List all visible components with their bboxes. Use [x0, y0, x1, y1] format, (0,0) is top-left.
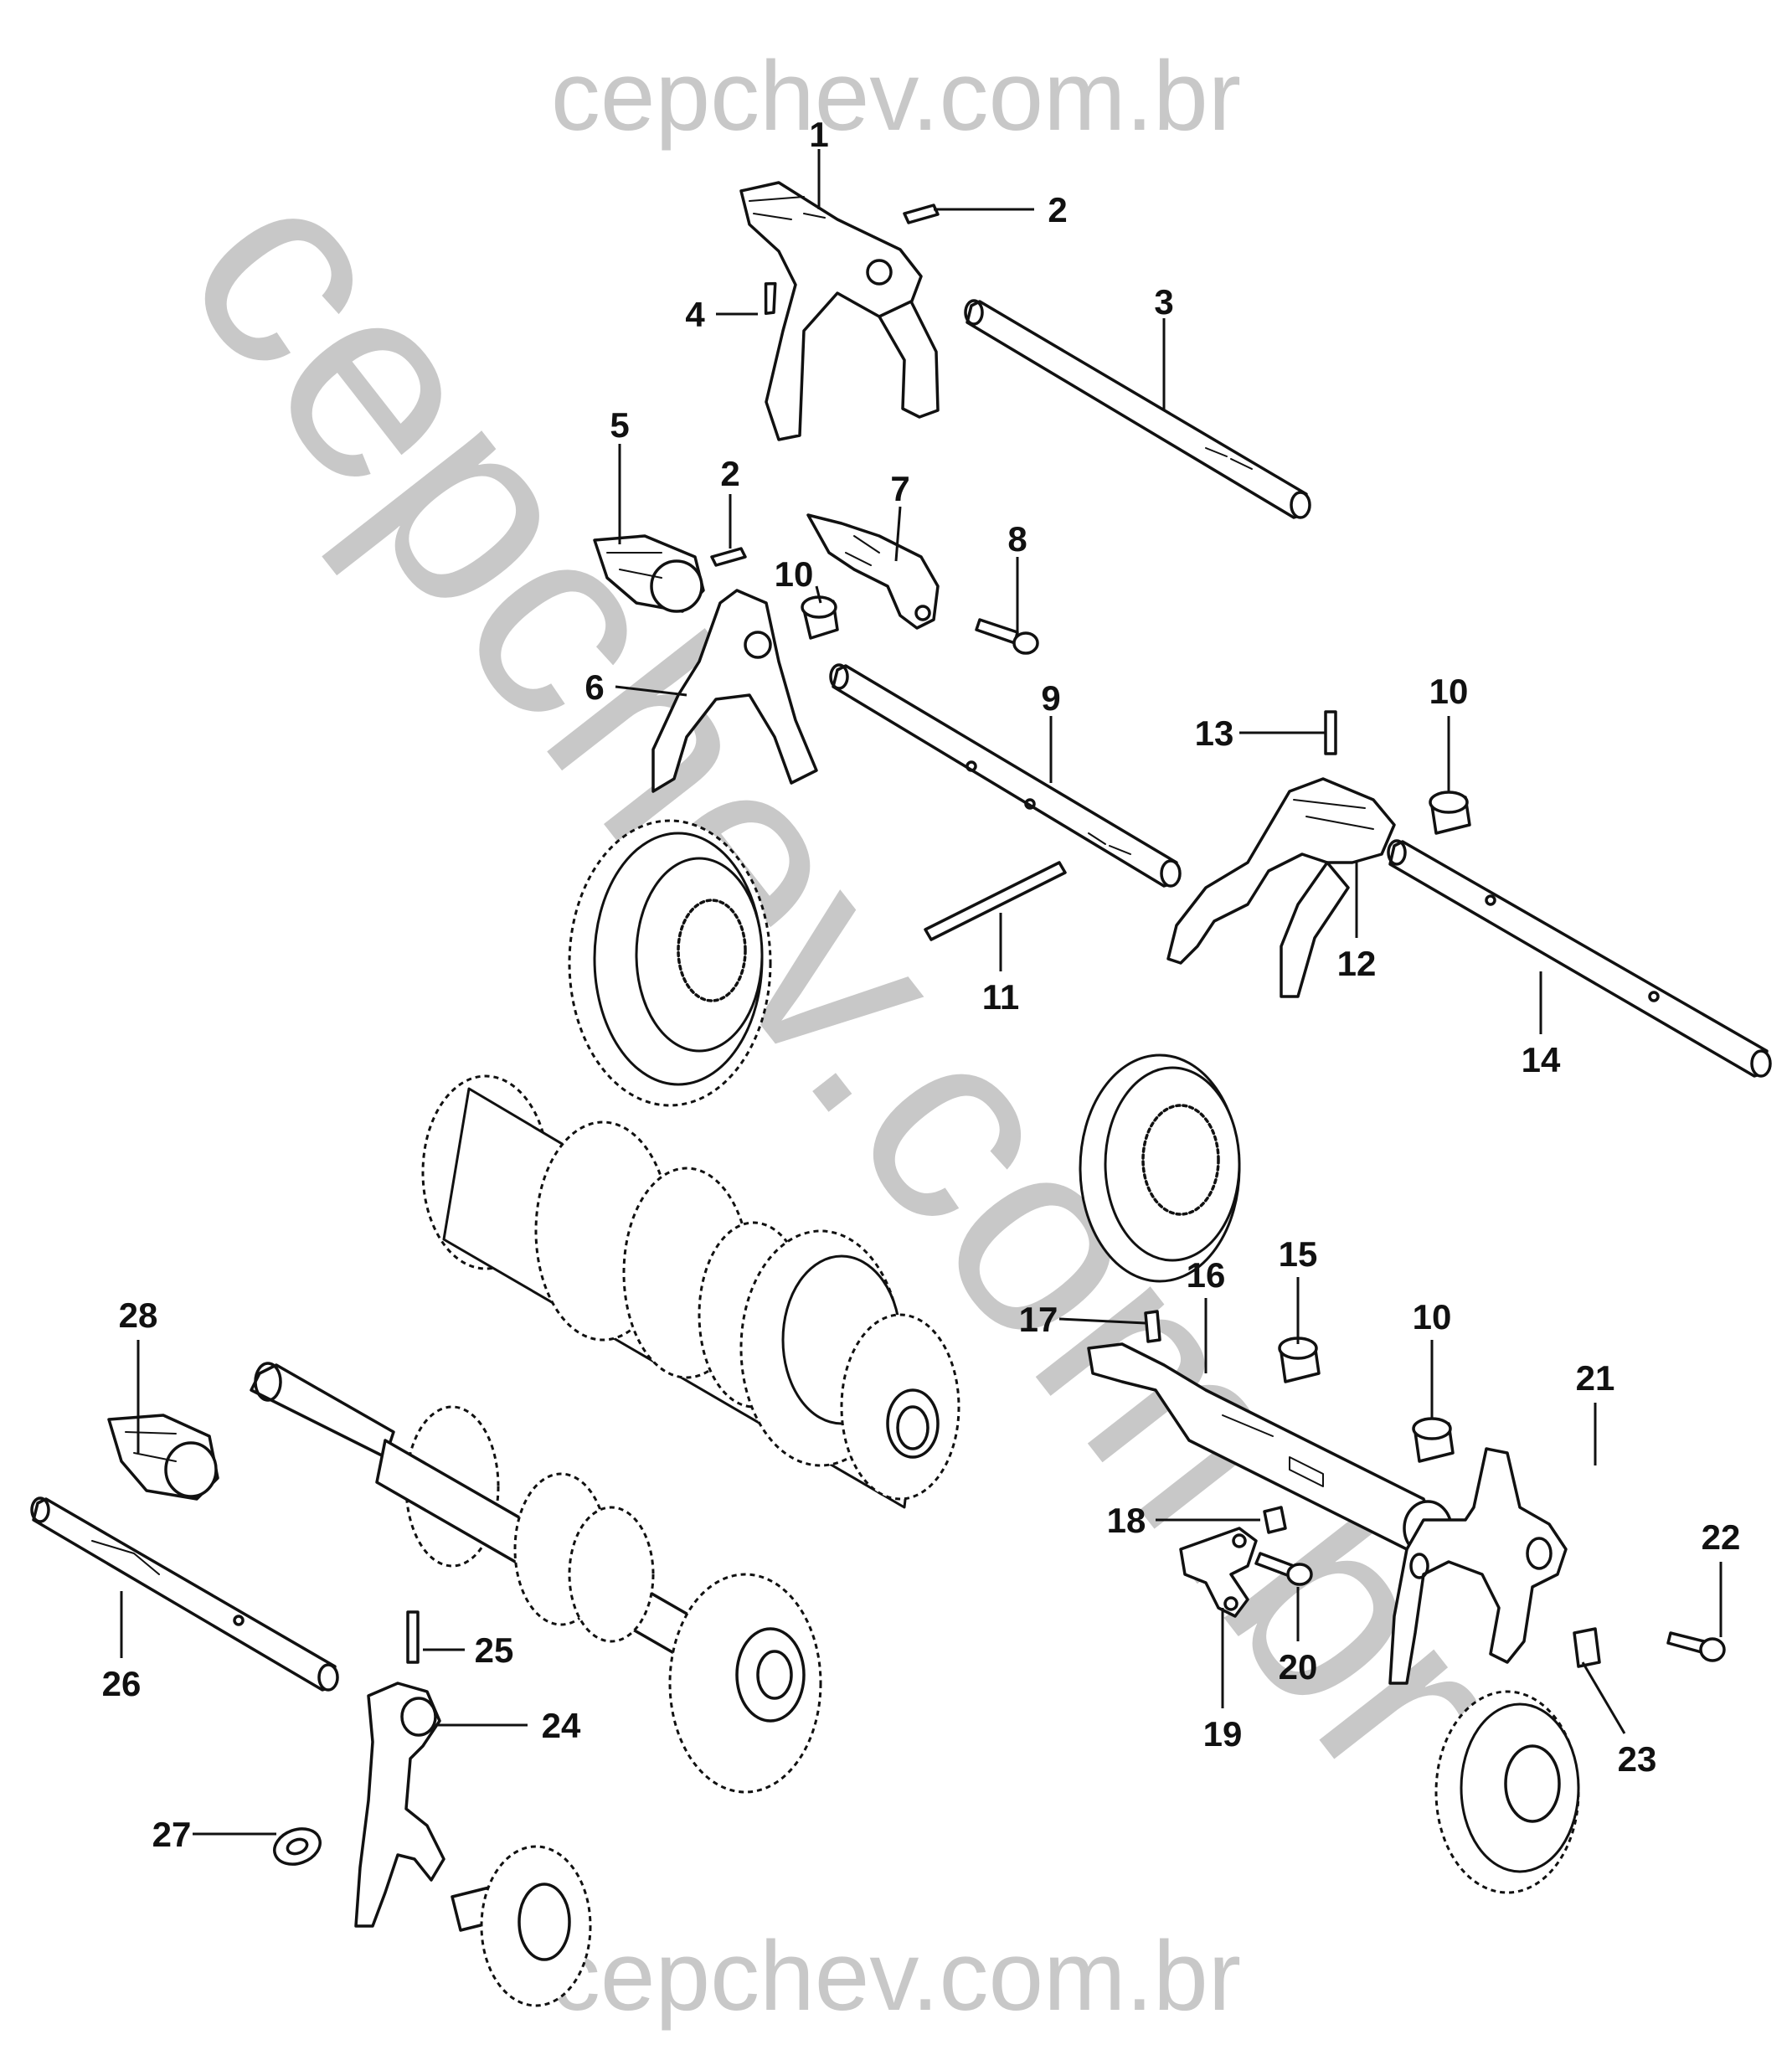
- part-10-bushing-a: [801, 595, 839, 640]
- part-4-pin: [764, 281, 777, 316]
- part-9-shift-rail: [829, 663, 1182, 888]
- callout-10-a: 10: [775, 554, 814, 594]
- callout-21: 21: [1576, 1358, 1615, 1398]
- part-21-shift-fork: [1388, 1447, 1568, 1685]
- synchronizer-gear-upper: [568, 819, 772, 1107]
- part-19-lever: [1179, 1527, 1258, 1618]
- callout-9: 9: [1041, 678, 1060, 718]
- part-14-shift-rail: [1387, 839, 1772, 1078]
- callout-6: 6: [584, 667, 604, 707]
- callout-labels: 1 2 3 4 5 2 7 8 10 6 9 13 10 11 12 14 15…: [102, 115, 1741, 1854]
- watermark-top: cepchev.com.br: [551, 41, 1241, 152]
- part-25-pin: [406, 1610, 420, 1664]
- synchronizer-ring-right: [1079, 1053, 1241, 1283]
- callout-8: 8: [1007, 519, 1027, 559]
- part-12-shift-fork: [1166, 777, 1396, 998]
- part-23-block: [1573, 1627, 1601, 1668]
- part-22-bolt: [1666, 1631, 1726, 1662]
- callout-26: 26: [102, 1664, 142, 1703]
- part-17-pin: [1144, 1310, 1161, 1343]
- callout-22: 22: [1702, 1517, 1741, 1557]
- callout-27: 27: [152, 1815, 192, 1854]
- part-2-pin-upper: [903, 203, 940, 224]
- callout-13: 13: [1195, 713, 1234, 753]
- part-20-bolt: [1254, 1552, 1313, 1586]
- synchronizer-gear-lower-right: [1434, 1690, 1580, 1894]
- part-5-sleeve: [593, 534, 705, 613]
- callout-16: 16: [1187, 1255, 1226, 1295]
- reverse-idler-gear: [451, 1845, 592, 2007]
- part-3-shift-rail: [964, 299, 1311, 519]
- watermark-layer: cepchev.com.br cepchev.com.br cepchev.co…: [128, 41, 1562, 2032]
- part-27-washer: [273, 1827, 322, 1866]
- callout-18: 18: [1107, 1501, 1146, 1540]
- callout-19: 19: [1203, 1714, 1243, 1754]
- part-10-bushing-b: [1429, 791, 1471, 835]
- callout-25: 25: [475, 1630, 514, 1670]
- callout-14: 14: [1522, 1040, 1561, 1079]
- callout-4: 4: [685, 295, 705, 334]
- callout-15: 15: [1279, 1234, 1318, 1274]
- part-18-pin: [1263, 1506, 1287, 1534]
- watermark-bottom: cepchev.com.br: [551, 1921, 1241, 2032]
- countershaft-gear-cluster: [421, 1074, 960, 1509]
- part-1-shift-fork: [739, 181, 940, 441]
- callout-11: 11: [982, 977, 1019, 1017]
- callout-7: 7: [890, 469, 909, 508]
- part-24-shift-lever: [354, 1682, 445, 1928]
- part-8-bolt: [975, 618, 1039, 655]
- leader-lines: [120, 149, 1722, 1836]
- part-10-bushing-c: [1412, 1417, 1455, 1463]
- main-input-shaft: [250, 1362, 822, 1794]
- callout-20: 20: [1279, 1647, 1318, 1687]
- part-7-selector: [806, 513, 940, 630]
- callout-23: 23: [1618, 1739, 1657, 1779]
- callout-17: 17: [1019, 1300, 1058, 1339]
- part-15-bushing: [1278, 1337, 1321, 1383]
- callout-24: 24: [542, 1706, 581, 1745]
- callout-2-middle: 2: [720, 454, 739, 493]
- callout-2-top: 2: [1048, 190, 1067, 229]
- callout-28: 28: [119, 1295, 158, 1335]
- part-11-rod: [924, 861, 1067, 941]
- part-6-shift-fork: [651, 589, 818, 793]
- part-28-sleeve: [107, 1414, 219, 1501]
- part-13-pin: [1324, 710, 1337, 755]
- callout-5: 5: [610, 405, 629, 445]
- callout-10-c: 10: [1413, 1297, 1452, 1337]
- callout-1: 1: [809, 115, 828, 154]
- part-26-shift-rail: [30, 1496, 339, 1692]
- callout-10-b: 10: [1429, 672, 1469, 711]
- callout-3: 3: [1154, 282, 1173, 322]
- callout-12: 12: [1337, 944, 1377, 983]
- part-2-pin-middle: [710, 547, 747, 567]
